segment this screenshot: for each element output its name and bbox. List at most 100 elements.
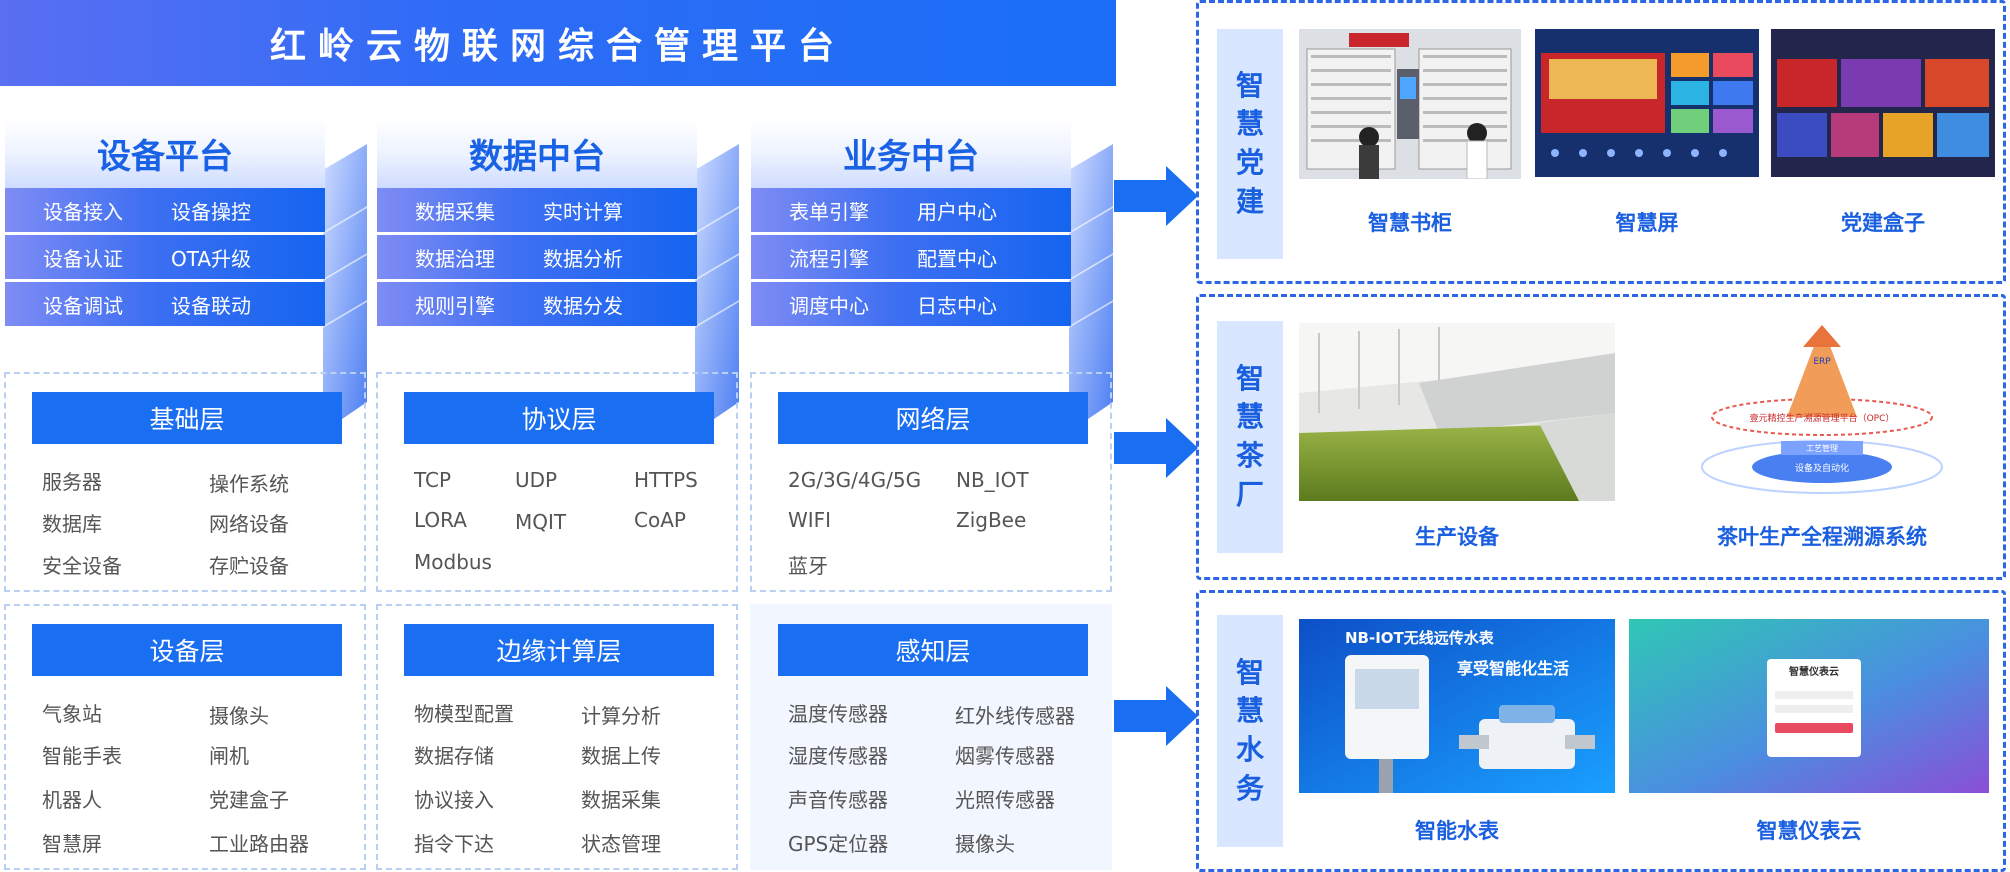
layer-item: 数据存储 xyxy=(414,744,494,768)
meter-slogan: 享受智能化生活 xyxy=(1457,659,1570,678)
layer-item: 工业路由器 xyxy=(209,832,309,856)
smart-bookcabinet-image xyxy=(1299,29,1521,179)
panel-label: 智 慧 茶 厂 xyxy=(1217,321,1283,553)
caption: 智能水表 xyxy=(1415,819,1499,843)
layer-item: UDP xyxy=(515,468,558,492)
layer-item: 智慧屏 xyxy=(42,832,102,856)
platform-row: 数据治理 数据分析 xyxy=(377,235,697,279)
platform-row: 规则引擎数据分发 xyxy=(377,282,697,326)
platform-row: 流程引擎 配置中心 xyxy=(751,235,1071,279)
smart-meter-cloud-image: 智慧仪表云 xyxy=(1629,619,1989,793)
layer-item: ZigBee xyxy=(956,508,1027,532)
platform-item: 设备调试 xyxy=(43,293,123,318)
layer-protocol: 协议层 TCP UDP HTTPS LORA MQIT CoAP Modbus xyxy=(376,372,738,592)
platform-row: 设备调试 设备联动 xyxy=(5,282,325,326)
platform-item: 日志中心 xyxy=(917,293,997,318)
layer-item: 声音传感器 xyxy=(788,788,888,812)
layer-item: 安全设备 xyxy=(42,554,122,578)
layer-item: 存贮设备 xyxy=(209,554,289,578)
layer-item: CoAP xyxy=(634,508,686,532)
layer-item: 智能手表 xyxy=(42,744,122,768)
layer-item: NB_IOT xyxy=(956,468,1029,492)
label-char: 智 xyxy=(1235,655,1264,689)
layer-edge-computing: 边缘计算层 物模型配置 计算分析 数据存储 数据上传 协议接入 数据采集 指令下… xyxy=(376,604,738,870)
smart-water-meter-image: NB-IOT无线远传水表 享受智能化生活 xyxy=(1299,619,1615,793)
diagram-platform-label: 壹元精控生产溯源管理平台（OPC） xyxy=(1750,412,1895,424)
layer-item: 计算分析 xyxy=(581,704,661,728)
platform-row: 数据采集 实时计算 xyxy=(377,188,697,232)
label-char: 智 xyxy=(1235,361,1264,395)
page-title: 红岭云物联网综合管理平台 xyxy=(0,0,1116,86)
layer-item: 服务器 xyxy=(42,470,102,494)
platform-data: 数据中台 数据采集 实时计算 数据治理 数据分析 规则引擎数据分发 xyxy=(377,118,739,432)
panel-smart-water: 智 慧 水 务 NB-IOT无线远传水表 享受智能化生活 智慧仪表云 xyxy=(1196,590,2006,872)
layer-item: 摄像头 xyxy=(209,704,269,728)
layer-item: 温度传感器 xyxy=(788,702,888,726)
platform-item: 实时计算 xyxy=(543,199,623,224)
party-box-image xyxy=(1771,29,1995,177)
diagram-erp-label: ERP xyxy=(1813,357,1831,367)
label-char: 水 xyxy=(1235,733,1264,766)
panel-label: 智 慧 水 务 xyxy=(1217,615,1283,847)
platform-title: 业务中台 xyxy=(751,118,1071,188)
layer-title: 基础层 xyxy=(32,392,342,444)
label-char: 厂 xyxy=(1235,477,1264,511)
meter-headline: NB-IOT无线远传水表 xyxy=(1345,629,1494,647)
platform-item: 规则引擎 xyxy=(415,293,495,318)
label-char: 建 xyxy=(1235,184,1264,218)
platform-3d-side xyxy=(695,144,739,432)
platform-item: 数据采集 xyxy=(415,199,495,224)
layer-item: 烟雾传感器 xyxy=(955,744,1055,768)
panel-smart-tea-factory: 智 慧 茶 厂 ERP 壹元精控生产溯源管理平台（OPC） 工艺管理 设备及自 xyxy=(1196,294,2006,580)
layer-item: 数据库 xyxy=(42,512,102,536)
layer-device: 设备层 气象站 摄像头 智能手表 闸机 机器人 党建盒子 智慧屏 工业路由器 xyxy=(4,604,366,870)
caption: 智慧屏 xyxy=(1615,211,1679,235)
layer-item: 闸机 xyxy=(209,744,249,768)
arrow-right-icon xyxy=(1114,418,1198,478)
layer-item: 状态管理 xyxy=(581,832,661,856)
platform-item: 表单引擎 xyxy=(789,199,869,224)
layer-item: HTTPS xyxy=(634,468,698,492)
caption: 智慧书柜 xyxy=(1368,211,1452,235)
caption: 生产设备 xyxy=(1415,525,1499,549)
platform-item: 流程引擎 xyxy=(789,246,869,271)
cloud-title: 智慧仪表云 xyxy=(1789,667,1839,678)
platform-item: 设备联动 xyxy=(171,293,251,318)
layer-network: 网络层 2G/3G/4G/5G NB_IOT WIFI ZigBee 蓝牙 xyxy=(750,372,1112,592)
platform-item: 配置中心 xyxy=(917,246,997,271)
smart-screen-image xyxy=(1535,29,1759,177)
layer-item: 操作系统 xyxy=(209,472,289,496)
layer-title: 网络层 xyxy=(778,392,1088,444)
label-char: 党 xyxy=(1235,146,1264,179)
label-char: 慧 xyxy=(1235,694,1264,728)
layer-item: 协议接入 xyxy=(414,788,494,812)
layer-item: 光照传感器 xyxy=(955,788,1055,812)
layer-title: 感知层 xyxy=(778,624,1088,676)
arrow-right-icon xyxy=(1114,686,1198,746)
title-text: 红岭云物联网综合管理平台 xyxy=(269,26,846,67)
diagram-work-label: 工艺管理 xyxy=(1806,443,1838,453)
platform-item: 数据治理 xyxy=(415,246,495,271)
layer-item: 指令下达 xyxy=(414,832,494,856)
platform-row: 调度中心日志中心 xyxy=(751,282,1071,326)
production-equipment-image xyxy=(1299,323,1615,501)
platform-item: 设备接入 xyxy=(43,199,123,224)
platform-business: 业务中台 表单引擎 用户中心 流程引擎 配置中心 调度中心日志中心 xyxy=(751,118,1113,432)
caption: 智慧仪表云 xyxy=(1756,819,1862,843)
layer-item: 湿度传感器 xyxy=(788,744,888,768)
platform-title: 数据中台 xyxy=(377,118,697,188)
label-char: 茶 xyxy=(1235,439,1264,472)
layer-title: 设备层 xyxy=(32,624,342,676)
panel-label: 智 慧 党 建 xyxy=(1217,29,1283,259)
arrow-right-icon xyxy=(1114,166,1198,226)
diagram-device-label: 设备及自动化 xyxy=(1795,462,1849,474)
layer-perception: 感知层 温度传感器 红外线传感器 湿度传感器 烟雾传感器 声音传感器 光照传感器… xyxy=(750,604,1112,870)
platform-item: 用户中心 xyxy=(917,199,997,224)
layer-title: 边缘计算层 xyxy=(404,624,714,676)
platform-item: OTA升级 xyxy=(171,246,252,271)
layer-item: LORA xyxy=(414,508,467,532)
platform-item: 数据分析 xyxy=(543,246,623,271)
label-char: 智 xyxy=(1235,68,1264,102)
